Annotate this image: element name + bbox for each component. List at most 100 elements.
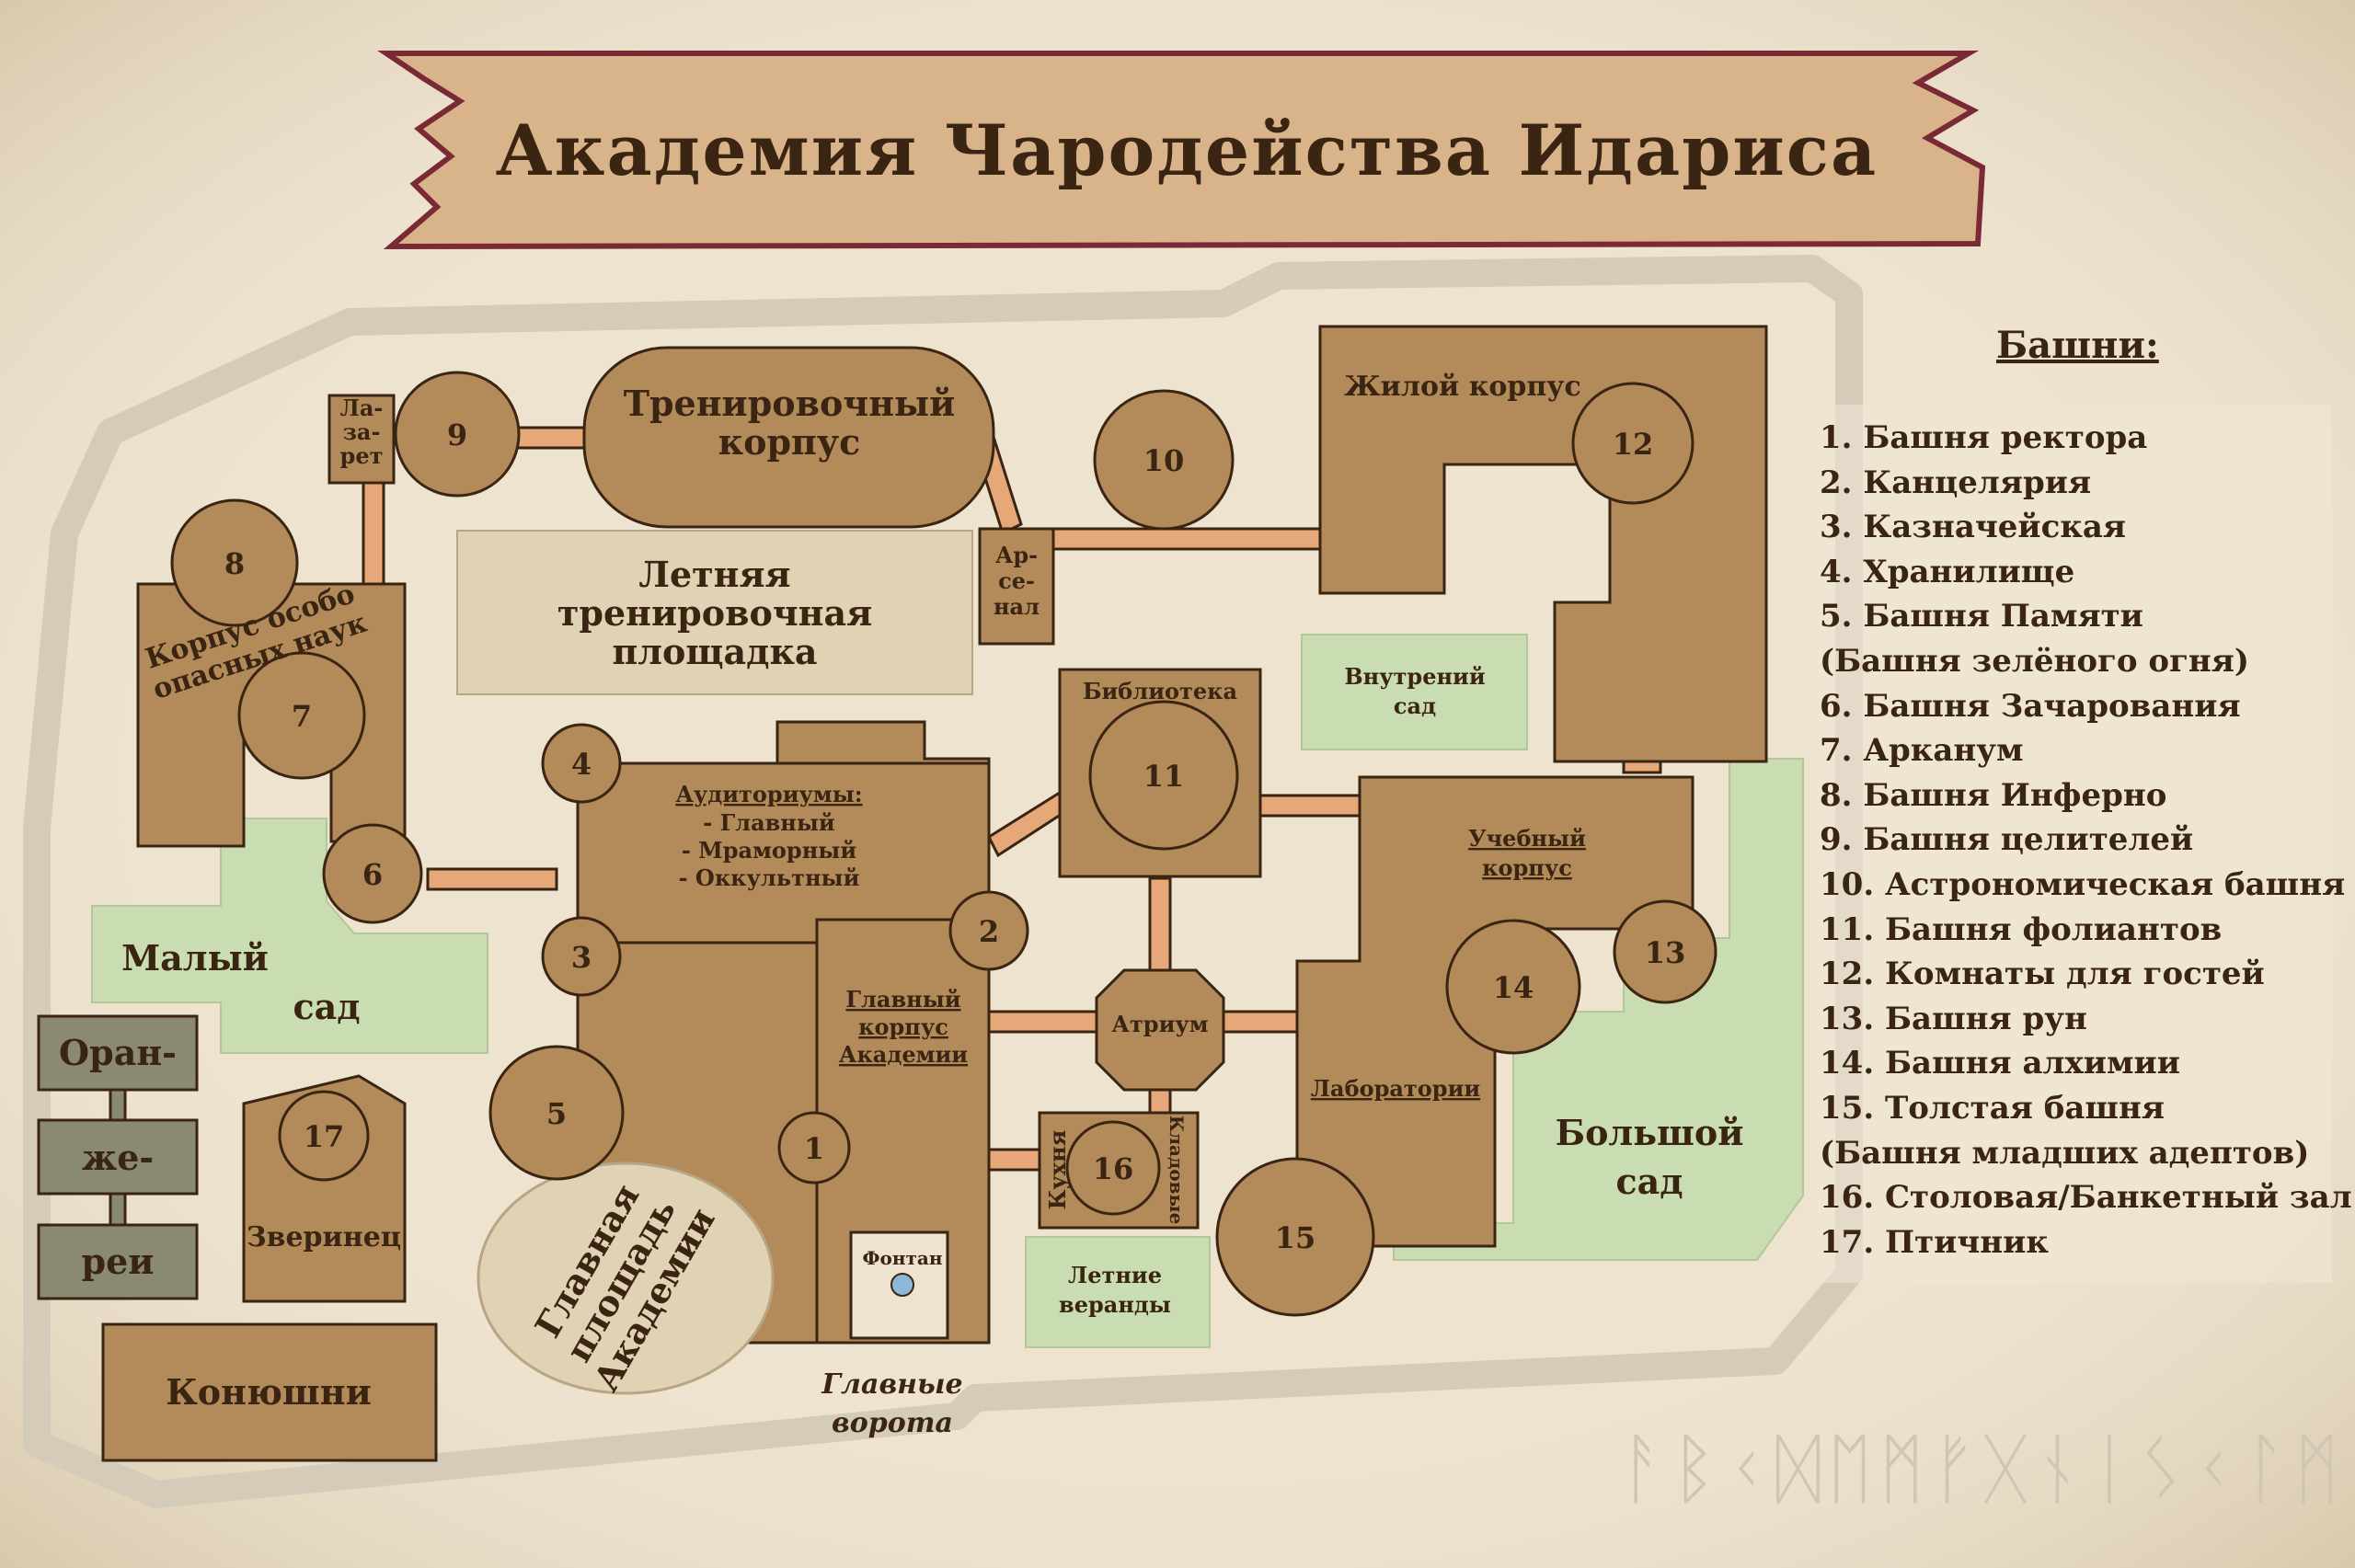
map-title: Академия Чародейства Идариса	[496, 109, 1878, 191]
inner-garden	[1301, 634, 1528, 750]
stables-label: Конюшни	[166, 1371, 372, 1413]
summer-training-ground	[456, 530, 973, 695]
tower-5	[488, 1045, 625, 1181]
infirmary-label: Ла-за-рет	[340, 395, 384, 469]
legend-item: 8. Башня Инферно	[1820, 776, 2167, 814]
small-garden-label-1: Малый	[121, 937, 269, 979]
tower-14	[1445, 919, 1581, 1055]
legend-panel	[1817, 405, 2332, 1283]
fountain-label: Фонтан	[863, 1247, 943, 1269]
auditorium-marble: - Мраморный	[682, 837, 856, 864]
auditorium-main: - Главный	[703, 809, 834, 836]
legend-item: 15. Толстая башня	[1820, 1089, 2165, 1127]
legend-item: 1. Башня ректора	[1820, 419, 2148, 456]
tower-number: 16	[1093, 1151, 1134, 1186]
storerooms-label: Кладовые	[1166, 1116, 1188, 1225]
tower-16	[1065, 1120, 1161, 1216]
legend-item: 14. Башня алхимии	[1820, 1045, 2180, 1082]
tower-6	[322, 823, 423, 924]
rune-inscription: ᚨᛒᚲᛞᛖᛗᚠᚷᚾᛁᛊᚲᛚᛗ	[1619, 1424, 2346, 1514]
orangery	[37, 1014, 199, 1300]
legend-item: 6. Башня Зачарования	[1820, 687, 2241, 725]
legend-item: 17. Птичник	[1820, 1223, 2049, 1261]
tower-10	[1093, 389, 1235, 531]
tower-number: 7	[292, 699, 312, 734]
laboratories-label: Лаборатории	[1311, 1075, 1480, 1102]
tower-7	[237, 651, 366, 780]
legend-item: (Башня младших адептов)	[1820, 1134, 2310, 1172]
auditorium-building	[576, 761, 991, 944]
auditorium-occult: - Оккультный	[679, 864, 860, 891]
tower-number: 9	[447, 418, 467, 452]
legend-item: 11. Башня фолиантов	[1820, 910, 2223, 948]
arsenal-label: Ар-се-нал	[994, 542, 1040, 620]
tower-4	[541, 723, 622, 804]
fountain	[890, 1273, 914, 1297]
legend-item: 9. Башня целителей	[1820, 821, 2194, 859]
tower-17	[278, 1090, 370, 1182]
auditoriums-title: Аудиториумы:	[675, 781, 862, 807]
arsenal	[978, 527, 1055, 646]
tower-number: 17	[304, 1119, 345, 1154]
tower-12	[1571, 382, 1694, 505]
big-garden-label-2: сад	[1615, 1161, 1683, 1202]
orangery-label-1: Оран-	[59, 1032, 177, 1073]
residential-label: Жилой корпус	[1344, 371, 1581, 403]
tower-number: 6	[362, 857, 383, 892]
legend-item: 13. Башня рун	[1820, 1000, 2087, 1037]
title-banner: Академия Чародейства Идариса	[377, 51, 1986, 250]
legend-title: Башни:	[1996, 324, 2159, 367]
legend-item: 10. Астрономическая башня	[1820, 865, 2346, 903]
tower-8	[170, 498, 299, 627]
legend-list: 1. Башня ректора 2. Канцелярия 3. Казначей…	[1820, 416, 2352, 1265]
training-building	[582, 346, 995, 529]
atrium	[1095, 968, 1225, 1092]
kitchen-label: Кухня	[1044, 1130, 1071, 1210]
tower-number: 15	[1275, 1220, 1316, 1255]
tower-3	[541, 916, 622, 997]
outer-wall	[23, 255, 1863, 1508]
legend-item: 4. Хранилище	[1820, 553, 2075, 590]
legend-item: 12. Комнаты для гостей	[1820, 956, 2265, 993]
legend-item: 7. Арканум	[1820, 732, 2024, 770]
small-garden-label-2: сад	[293, 986, 360, 1027]
orangery-label-2: же-	[82, 1137, 154, 1178]
menagerie-label: Зверинец	[247, 1221, 401, 1253]
tower-number: 10	[1143, 443, 1185, 478]
tower-number: 13	[1645, 935, 1686, 970]
tower-number: 1	[804, 1131, 824, 1166]
legend-item: 16. Столовая/Банкетный зал	[1820, 1179, 2352, 1217]
stables	[101, 1322, 438, 1462]
tower-15	[1215, 1157, 1375, 1317]
tower-9	[394, 371, 521, 498]
tower-13	[1613, 899, 1717, 1004]
tower-number: 5	[546, 1096, 567, 1131]
legend-item: 3. Казначейская	[1820, 509, 2127, 546]
tower-number: 4	[571, 747, 592, 782]
summer-verandas-area	[1025, 1236, 1211, 1348]
tower-1	[777, 1111, 851, 1185]
tower-number: 12	[1613, 427, 1654, 462]
tower-number: 3	[571, 940, 592, 975]
tower-number: 8	[224, 546, 245, 581]
library-label: Библиотека	[1083, 678, 1237, 704]
tower-number: 14	[1493, 970, 1534, 1005]
legend-item: 5. Башня Памяти	[1820, 598, 2143, 635]
main-square	[477, 1162, 775, 1395]
library-inner-ring	[1089, 701, 1238, 850]
big-garden-label-1: Большой	[1556, 1112, 1744, 1153]
atrium-label: Атриум	[1111, 1011, 1208, 1037]
tower-2	[948, 890, 1029, 971]
legend-item: (Башня зелёного огня)	[1820, 642, 2250, 680]
tower-number: 2	[979, 914, 999, 949]
infirmary	[327, 394, 396, 485]
legend-item: 2. Канцелярия	[1820, 464, 2092, 501]
orangery-label-3: реи	[82, 1241, 155, 1282]
